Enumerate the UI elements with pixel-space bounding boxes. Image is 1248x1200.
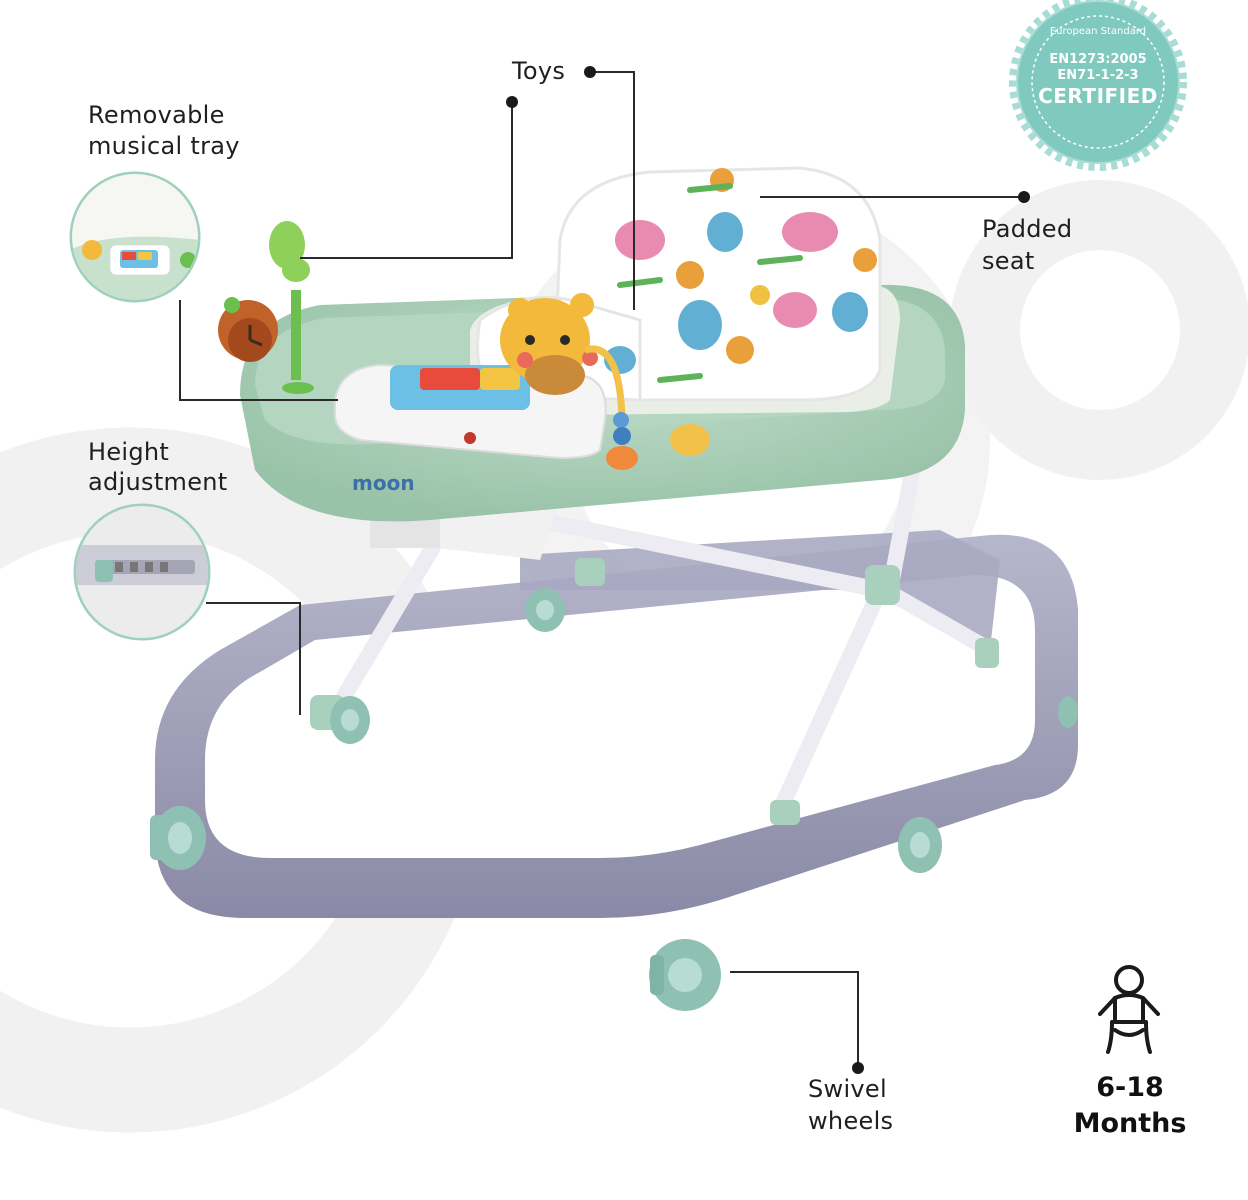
wheel-back-right [1058,696,1078,728]
label-height-line2: adjustment [88,468,228,496]
swivel-wheels [150,588,1078,1011]
wheel-front-center [649,939,721,1011]
clock-toy [218,297,278,362]
brand-logo: moon [352,471,415,495]
wheel-back-left [330,696,370,744]
label-padded-seat-line2: seat [982,247,1035,275]
badge-certified: CERTIFIED [1038,84,1158,108]
badge-standard-1: EN1273:2005 [1049,52,1147,67]
certification-badge [1009,0,1187,171]
age-range-value: 6-18 [1096,1072,1164,1103]
label-swivel-wheels-line2: wheels [808,1107,894,1135]
label-removable-tray-line2: musical tray [88,132,240,160]
tree-toy [269,221,314,394]
label-removable-tray-line1: Removable [88,101,225,129]
label-toys: Toys [512,57,566,85]
label-height-line1: Height [88,438,170,466]
label-padded-seat-line1: Padded [982,215,1073,243]
giraffe-toy [500,293,598,395]
tray-detail-inset [69,171,201,303]
wheel-back-center [525,588,565,632]
wheel-front-left [150,806,206,870]
callout-dots [506,66,1030,1074]
badge-standard-2: EN71-1-2-3 [1057,68,1139,83]
callout-leader-lines [179,71,1022,1066]
wheel-right [898,817,942,873]
badge-arc-text: European Standard [1049,26,1147,37]
label-swivel-wheels-line1: Swivel [808,1075,887,1103]
bead-arch-toy [584,345,710,470]
age-range-unit: Months [1073,1108,1187,1139]
baby-icon [1098,965,1160,1054]
height-detail-inset [73,503,211,641]
